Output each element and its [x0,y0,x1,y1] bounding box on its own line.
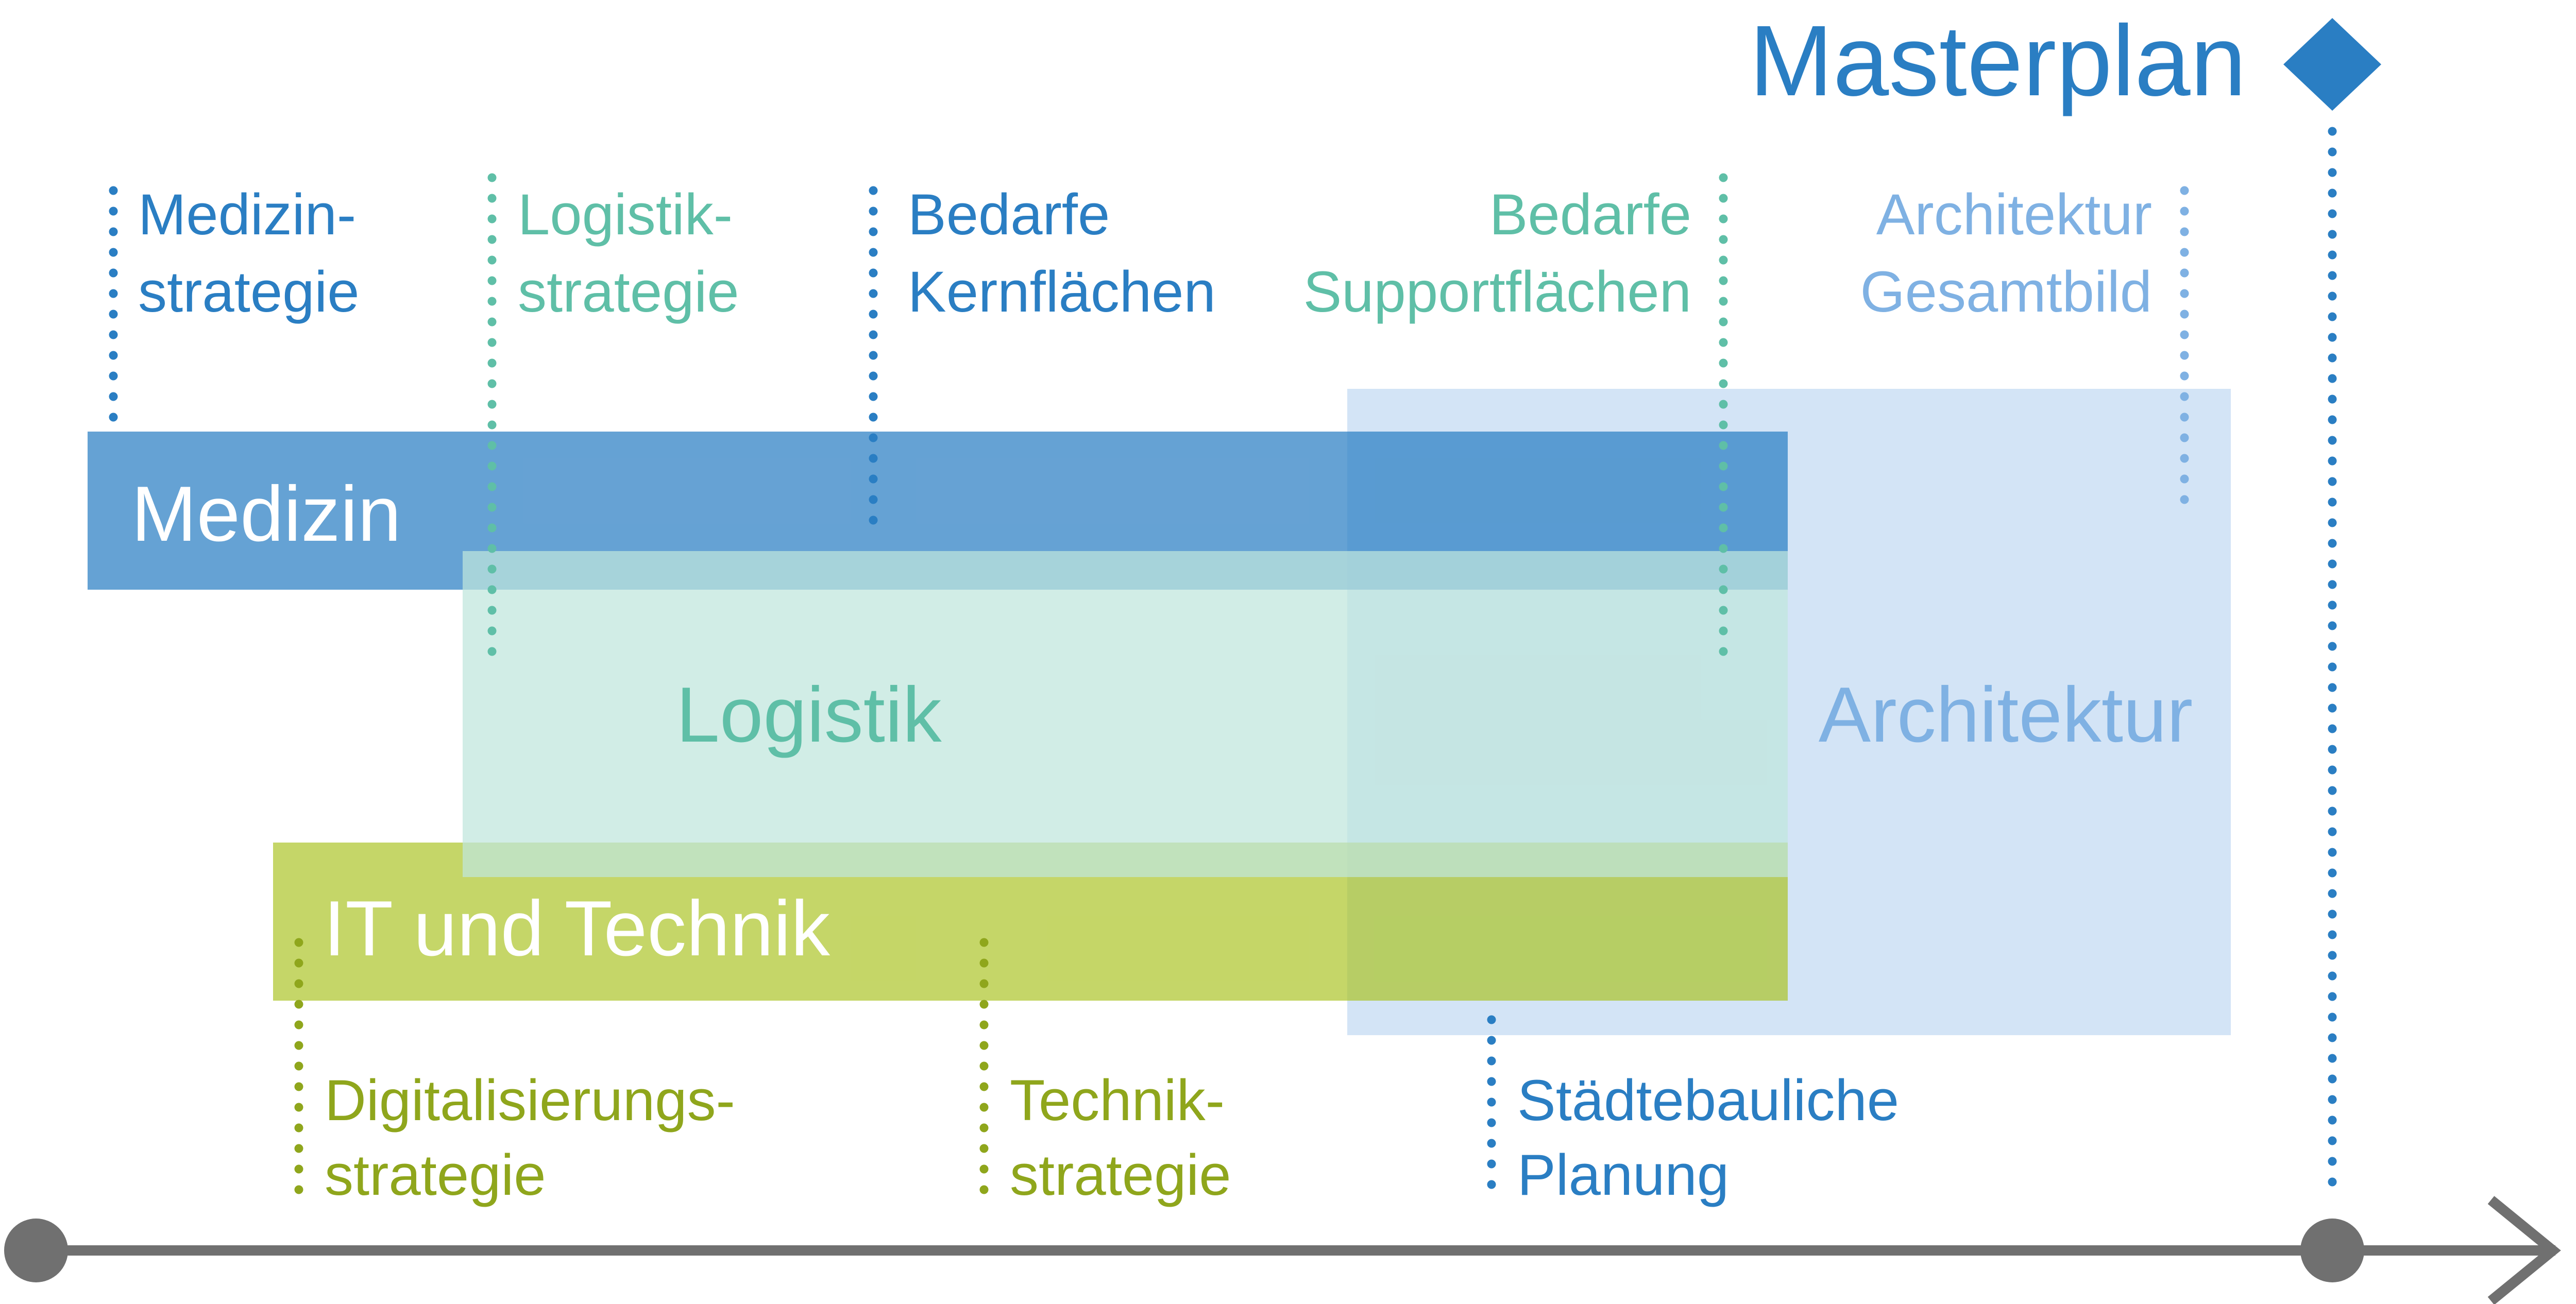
diamond-icon [2283,18,2381,111]
milestone-label-bedarfe-kernflaechen-2: Kernflächen [908,260,1216,324]
band-label-medizin: Medizin [131,470,401,558]
band-label-it-technik: IT und Technik [324,885,831,972]
milestone-label-staedtebauliche-planung-2: Planung [1517,1143,1729,1207]
arrow-head-icon [2487,1196,2561,1304]
milestone-label-medizinstrategie-1: Medizin- [138,182,356,247]
masterplan-title: Masterplan [1749,5,2246,117]
band-label-architektur: Architektur [1819,671,2193,759]
circle-dot-icon [4,1219,68,1282]
milestone-label-bedarfe-supportflaechen-1: Bedarfe [1489,182,1691,247]
milestone-label-digitalisierungsstrategie-1: Digitalisierungs- [325,1068,735,1133]
milestone-label-medizinstrategie-2: strategie [138,260,360,324]
milestone-label-logistikstrategie-1: Logistik- [518,182,733,247]
band-label-logistik: Logistik [676,671,942,759]
milestone-label-digitalisierungsstrategie-2: strategie [325,1143,546,1207]
milestone-label-logistikstrategie-2: strategie [518,260,739,324]
milestone-label-technikstrategie-1: Technik- [1010,1068,1225,1133]
milestone-label-architektur-gesamtbild-2: Gesamtbild [1860,260,2152,324]
milestone-label-staedtebauliche-planung-1: Städtebauliche [1517,1068,1899,1133]
milestone-label-architektur-gesamtbild-1: Architektur [1876,182,2152,247]
milestone-point-masterplan [2300,1219,2364,1282]
band-logistik [463,551,1788,877]
milestone-label-technikstrategie-2: strategie [1010,1143,1231,1207]
milestone-label-bedarfe-kernflaechen-1: Bedarfe [908,182,1110,247]
milestone-label-bedarfe-supportflaechen-2: Supportflächen [1303,260,1691,324]
